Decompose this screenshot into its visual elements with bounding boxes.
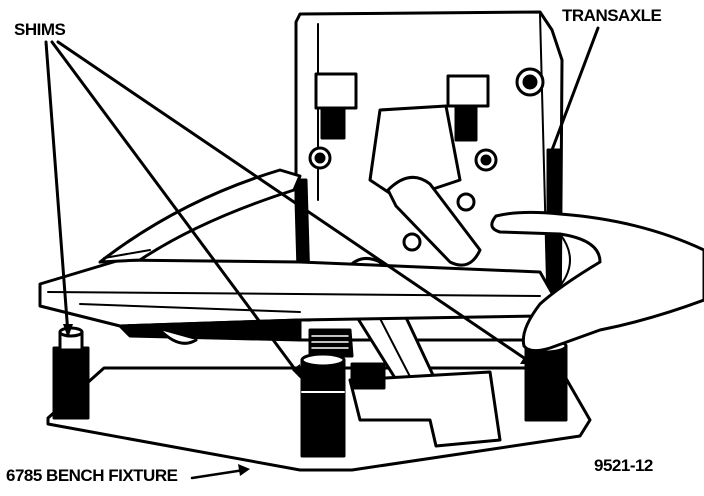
figure-number: 9521-12: [594, 456, 653, 475]
fixture-leader-line: [190, 468, 246, 480]
shim-post-right: [524, 338, 568, 422]
transaxle-leader-line: [550, 26, 600, 152]
bolt-3: [456, 192, 476, 212]
hand: [490, 210, 704, 353]
shim-post-center: [300, 352, 346, 458]
shims-label: SHIMS: [14, 20, 66, 39]
bolt-4: [402, 232, 422, 252]
pan-gasket: [98, 168, 302, 264]
shift-lever-upper: [386, 175, 482, 267]
fixture-block: [348, 370, 502, 448]
shim-post-left: [52, 326, 90, 420]
solenoid-right: [446, 74, 490, 108]
gear-teeth: [308, 328, 354, 358]
solenoid-right-stem: [454, 104, 478, 142]
solenoid-left: [314, 72, 358, 110]
shims-leader-lines: [44, 40, 532, 378]
bench-fixture-label: 6785 BENCH FIXTURE: [6, 466, 178, 485]
transaxle-label: TRANSAXLE: [562, 6, 662, 25]
solenoid-left-stem: [320, 106, 346, 140]
